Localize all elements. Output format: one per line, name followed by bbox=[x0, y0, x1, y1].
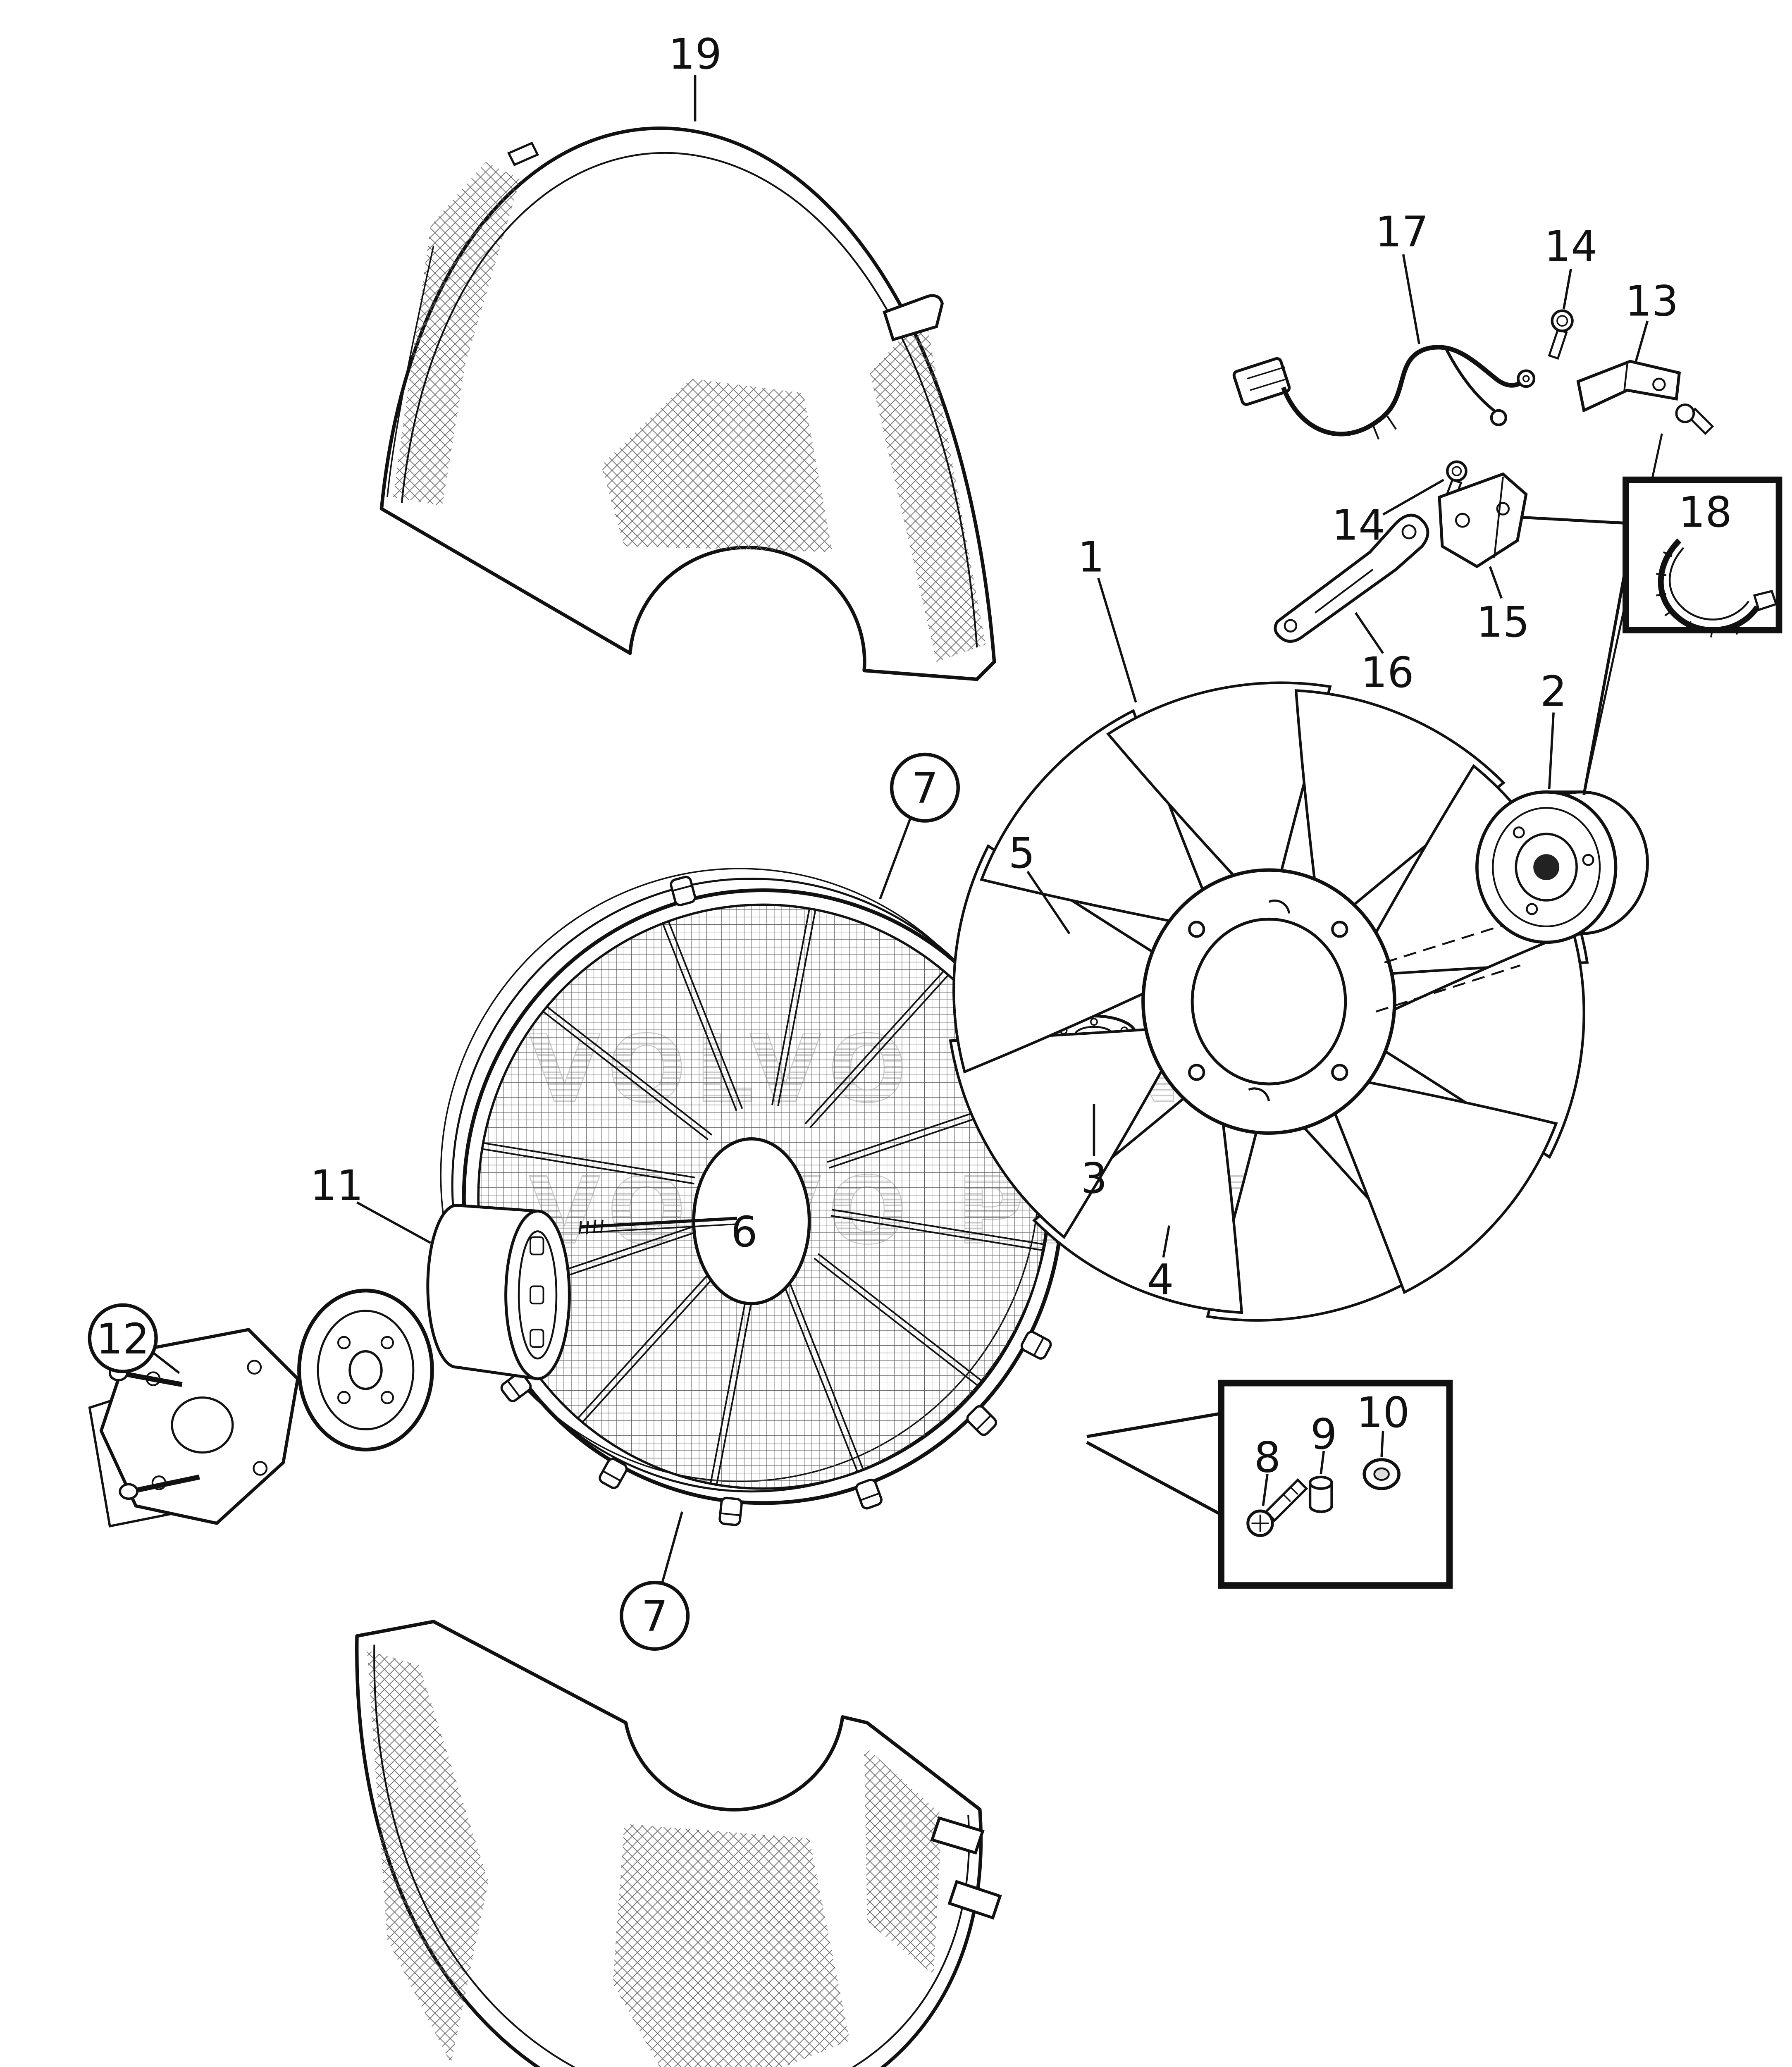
callout-label: 12 bbox=[96, 1315, 150, 1363]
washer-10 bbox=[1362, 1458, 1401, 1490]
bracket-13 bbox=[1576, 360, 1714, 435]
callout-label: 7 bbox=[912, 764, 938, 813]
callout-15: 15 bbox=[1476, 566, 1530, 647]
callout-8: 8 bbox=[1254, 1433, 1281, 1506]
callout-label: 14 bbox=[1544, 222, 1598, 271]
guard-mount-clip bbox=[718, 1497, 743, 1526]
motor-drum bbox=[426, 1204, 571, 1381]
callout-18: 18 bbox=[1679, 488, 1732, 537]
fan-blades bbox=[949, 681, 1589, 1322]
fan bbox=[949, 681, 1589, 1322]
callout-label: 4 bbox=[1147, 1255, 1174, 1304]
callout-11: 11 bbox=[310, 1161, 432, 1244]
cable-harness-17 bbox=[1232, 345, 1536, 440]
shroud-tab bbox=[947, 1880, 1002, 1920]
upper-fan-shroud bbox=[379, 127, 996, 681]
callout-label: 10 bbox=[1356, 1388, 1410, 1437]
shroud-tab bbox=[930, 1816, 985, 1855]
callout-13: 13 bbox=[1625, 277, 1678, 362]
callout-10: 10 bbox=[1356, 1388, 1410, 1457]
pulley-hub bbox=[1475, 790, 1649, 944]
callout-14: 14 bbox=[1332, 479, 1444, 550]
drive-ring bbox=[297, 1289, 434, 1451]
fan-guard bbox=[440, 868, 1085, 1526]
guard-mount-clip bbox=[599, 1458, 628, 1489]
callout-label: 3 bbox=[1081, 1154, 1107, 1203]
callout-layer: 1917141318121415167536411128910719 bbox=[88, 30, 1732, 1651]
guard-mount-clip bbox=[966, 1405, 997, 1436]
guard-mount-clip bbox=[1020, 1331, 1052, 1360]
callout-6: 6 bbox=[731, 1208, 758, 1256]
bracket-15 bbox=[1438, 472, 1528, 568]
callout-4: 4 bbox=[1147, 1225, 1174, 1304]
callout-5: 5 bbox=[1008, 829, 1071, 934]
callout-19: 19 bbox=[668, 30, 722, 122]
clamp-box-18 bbox=[1523, 433, 1782, 795]
bracket-16 bbox=[1274, 513, 1429, 643]
callout-label: 5 bbox=[1008, 829, 1035, 878]
bolt-8 bbox=[1246, 1478, 1308, 1537]
callout-3: 3 bbox=[1081, 1104, 1107, 1203]
callout-17: 17 bbox=[1375, 208, 1429, 344]
guard-spokes bbox=[482, 908, 1044, 1485]
guard-shaft bbox=[578, 1217, 737, 1234]
callout-2: 2 bbox=[1540, 667, 1567, 789]
callout-label: 9 bbox=[1310, 1410, 1337, 1458]
callout-label: 11 bbox=[310, 1161, 363, 1210]
callout-9: 9 bbox=[1310, 1410, 1337, 1475]
callout-label: 8 bbox=[1254, 1433, 1281, 1482]
hardware-box bbox=[1086, 1380, 1453, 1589]
callout-label: 18 bbox=[1679, 488, 1732, 537]
guard-mount-clip bbox=[670, 876, 697, 907]
guard-mount-clip bbox=[855, 1478, 883, 1510]
guard-mount-clip bbox=[500, 1372, 532, 1402]
callout-label: 6 bbox=[731, 1208, 758, 1256]
callout-label: 15 bbox=[1476, 598, 1530, 647]
callout-label: 7 bbox=[641, 1592, 668, 1641]
callout-14: 14 bbox=[1544, 222, 1598, 310]
callout-1: 1 bbox=[1078, 532, 1137, 703]
callout-label: 1 bbox=[1078, 532, 1105, 581]
callout-label: 2 bbox=[1540, 667, 1567, 716]
lower-fan-shroud bbox=[355, 1620, 1002, 2067]
callout-7: 7 bbox=[620, 1511, 690, 1651]
callout-label: 17 bbox=[1375, 208, 1429, 256]
shroud-tab bbox=[883, 294, 944, 341]
screw-14-top bbox=[1548, 309, 1574, 360]
mounting-bracket-12 bbox=[88, 1328, 300, 1528]
callout-label: 16 bbox=[1361, 648, 1414, 697]
callout-label: 13 bbox=[1625, 277, 1678, 326]
callout-label: 14 bbox=[1332, 501, 1385, 550]
spacer-9 bbox=[1308, 1475, 1333, 1513]
callout-label: 19 bbox=[668, 30, 722, 79]
callout-16: 16 bbox=[1354, 612, 1414, 697]
callout-12: 12 bbox=[88, 1303, 180, 1374]
callout-7: 7 bbox=[879, 752, 960, 900]
